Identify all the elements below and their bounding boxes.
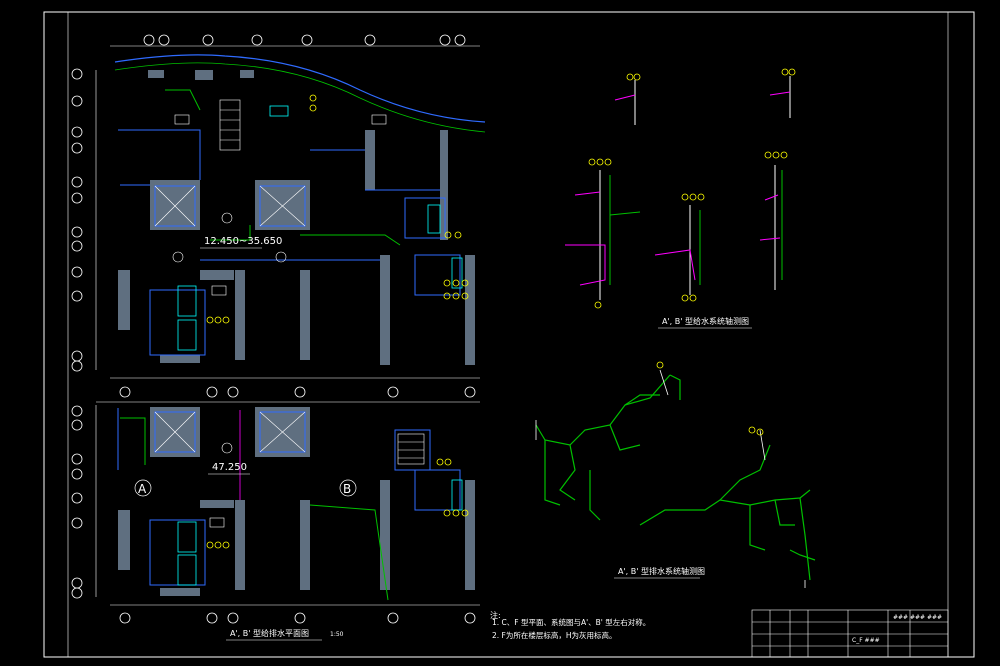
bottom-grid-bubbles-top bbox=[119, 386, 476, 398]
grid-label-a: A bbox=[138, 482, 147, 496]
notes-heading: 注: bbox=[490, 610, 501, 620]
bottom-grid-bubbles-bottom bbox=[119, 612, 476, 624]
top-elevation-label: 12.450~35.650 bbox=[204, 236, 282, 247]
plan-scale: 1:50 bbox=[330, 631, 344, 638]
grid-bubble-b-top bbox=[275, 251, 287, 263]
grid-label-b: B bbox=[343, 482, 351, 496]
notes-block: 注: 1. C、F 型平面、系统图与A'、B' 型左右对称。 2. F为所在楼层… bbox=[490, 610, 650, 640]
title-block-header: ### ### ### bbox=[893, 614, 942, 621]
title-block bbox=[751, 609, 949, 658]
bottom-floor-plan: A B 47.250 A', B' 型给排水平面图 1:50 bbox=[71, 401, 480, 641]
title-block-drawing-name: C_F ### bbox=[852, 637, 880, 644]
bottom-elevation-label: 47.250 bbox=[212, 462, 247, 473]
grid-bubble-a-top bbox=[172, 251, 184, 263]
supply-isometric: A', B' 型给水系统轴测图 bbox=[565, 68, 796, 329]
notes-line-1: 1. C、F 型平面、系统图与A'、B' 型左右对称。 bbox=[492, 617, 650, 627]
left-grid-bubbles-bottom bbox=[71, 405, 83, 599]
left-grid-bubbles-top bbox=[71, 68, 83, 372]
drain-caption: A', B' 型排水系统轴测图 bbox=[618, 566, 705, 576]
plan-caption: A', B' 型给排水平面图 bbox=[230, 628, 309, 638]
drainage-isometric: A', B' 型排水系统轴测图 bbox=[535, 361, 816, 588]
notes-line-2: 2. F为所在楼层标高，H为灰用标高。 bbox=[492, 630, 617, 640]
top-grid-bubbles bbox=[143, 34, 466, 46]
sheet-outer-frame bbox=[43, 11, 975, 658]
top-floor-plan: 12.450~35.650 bbox=[71, 34, 486, 528]
supply-caption: A', B' 型给水系统轴测图 bbox=[662, 316, 749, 326]
sheet-inner-frame bbox=[67, 11, 949, 658]
